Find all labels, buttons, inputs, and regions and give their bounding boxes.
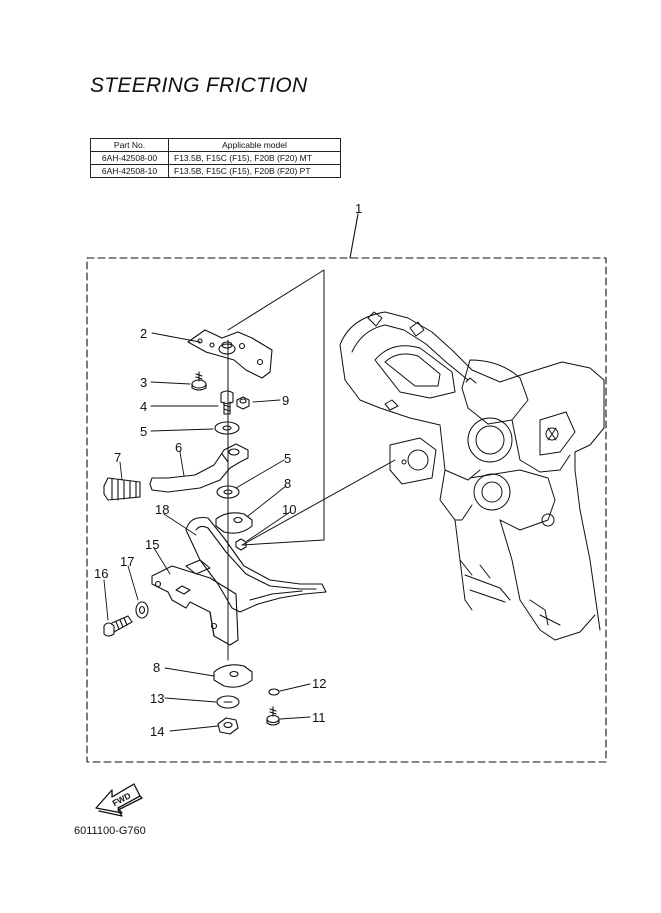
nut-part-9 xyxy=(236,396,250,410)
grip-part-7 xyxy=(103,477,141,501)
bolt-part-11 xyxy=(266,706,280,726)
diagram-code: 6011100-G760 xyxy=(74,825,146,837)
callout-8-upper: 8 xyxy=(284,476,291,491)
callout-1: 1 xyxy=(355,201,362,216)
assembly-guide-lines xyxy=(227,269,396,661)
callout-4: 4 xyxy=(140,399,147,414)
callout-5-lower: 5 xyxy=(284,451,291,466)
nut-part-14 xyxy=(217,717,239,735)
bracket-assembly-background xyxy=(339,311,605,641)
callout-7: 7 xyxy=(114,450,121,465)
bolt-part-3 xyxy=(191,371,207,391)
applicable-model-table: Part No. Applicable model 6AH-42508-00 F… xyxy=(90,138,341,178)
table-row: 6AH-42508-10 F13.5B, F15C (F15), F20B (F… xyxy=(90,164,341,178)
callout-5-upper: 5 xyxy=(140,424,147,439)
callout-6: 6 xyxy=(175,440,182,455)
nut-part-10 xyxy=(235,538,247,551)
callout-11: 11 xyxy=(312,710,326,725)
callout-leaders xyxy=(103,332,311,732)
friction-rail-part-18 xyxy=(185,516,327,613)
callout-3: 3 xyxy=(140,375,147,390)
washer-part-5-upper xyxy=(214,421,240,435)
callout-labels: 1 2 3 4 5 5 6 7 8 8 9 10 11 12 13 14 15 … xyxy=(94,201,362,739)
part-no-cell: 6AH-42508-10 xyxy=(90,164,169,178)
callout-16: 16 xyxy=(94,566,108,581)
table-header-row: Part No. Applicable model xyxy=(90,138,341,152)
callout-17: 17 xyxy=(120,554,134,569)
friction-plate-part xyxy=(187,329,273,379)
callout-13: 13 xyxy=(150,691,164,706)
callout-10: 10 xyxy=(282,502,296,517)
washer-part-13 xyxy=(216,695,240,709)
callout-14: 14 xyxy=(150,724,164,739)
leader-line-1 xyxy=(349,213,359,259)
assembly-boundary xyxy=(86,257,607,763)
callout-18: 18 xyxy=(155,502,169,517)
bracket-part-15 xyxy=(151,559,239,646)
washer-part-12 xyxy=(268,688,280,696)
bolt-part-16 xyxy=(103,615,133,637)
callout-8-lower: 8 xyxy=(153,660,160,675)
friction-piece-part-8-upper xyxy=(215,512,253,534)
callout-2: 2 xyxy=(140,326,147,341)
washer-part-17 xyxy=(135,601,149,619)
screw-part-4 xyxy=(220,390,234,415)
fwd-arrow-icon: FWD xyxy=(95,783,143,817)
callout-15: 15 xyxy=(145,537,159,552)
callout-12: 12 xyxy=(312,676,326,691)
callout-9: 9 xyxy=(282,393,289,408)
friction-lever-part-6 xyxy=(149,443,249,493)
friction-piece-part-8-lower xyxy=(213,664,253,688)
washer-part-5-lower xyxy=(216,485,240,499)
page-title: STEERING FRICTION xyxy=(90,74,308,97)
model-cell: F13.5B, F15C (F15), F20B (F20) PT xyxy=(168,164,341,178)
